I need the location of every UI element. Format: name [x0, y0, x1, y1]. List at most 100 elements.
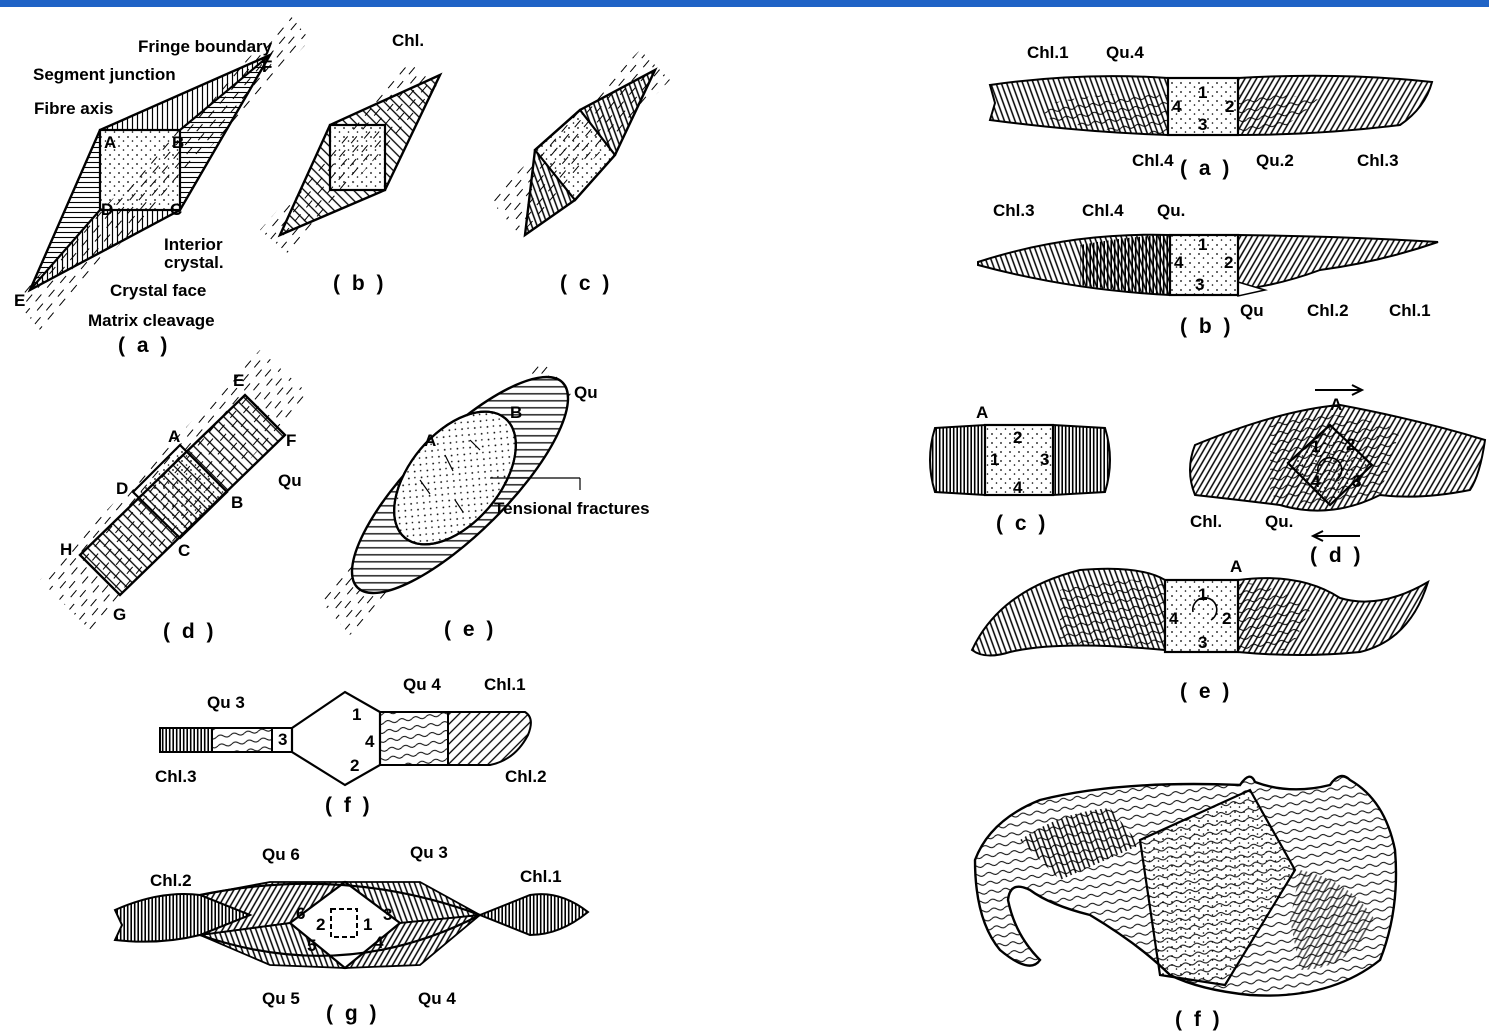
label-f-n3: 3 — [278, 730, 287, 749]
label-g-chl1: Chl.1 — [520, 867, 562, 886]
label-a-B: B — [172, 133, 184, 152]
label-rb-n4: 4 — [1174, 253, 1184, 272]
label-rd-A: A — [1330, 395, 1342, 414]
right-diagram-b — [978, 235, 1438, 296]
caption-left-c: ( c ) — [560, 272, 612, 295]
label-rb-n1: 1 — [1198, 235, 1207, 254]
label-a-D: D — [101, 200, 113, 219]
label-rd-n2: 2 — [1346, 435, 1355, 454]
label-g-qu4: Qu 4 — [418, 989, 456, 1008]
label-f-chl2: Chl.2 — [505, 767, 547, 786]
label-g-n6: 6 — [296, 904, 305, 923]
label-re-A: A — [1230, 557, 1242, 576]
label-ra-chl1: Chl.1 — [1027, 43, 1069, 62]
label-re-n1: 1 — [1198, 585, 1207, 604]
label-rd-chl: Chl. — [1190, 512, 1222, 531]
label-a-F: F — [262, 57, 272, 76]
label-rb-n2: 2 — [1224, 253, 1233, 272]
label-ra-n1: 1 — [1198, 83, 1207, 102]
label-rc-A: A — [976, 403, 988, 422]
label-rd-n4: 4 — [1311, 472, 1321, 491]
label-ra-chl3: Chl.3 — [1357, 151, 1399, 170]
label-d-D: D — [116, 479, 128, 498]
label-rd-qu: Qu. — [1265, 512, 1293, 531]
label-interior-crystal-2: crystal. — [164, 253, 224, 272]
label-d-F: F — [286, 431, 296, 450]
label-re-n2: 2 — [1222, 609, 1231, 628]
label-ra-n2: 2 — [1225, 97, 1234, 116]
caption-left-d: ( d ) — [163, 620, 216, 643]
label-ra-qu2: Qu.2 — [1256, 151, 1294, 170]
label-re-n3: 3 — [1198, 633, 1207, 652]
label-g-qu3: Qu 3 — [410, 843, 448, 862]
caption-right-d: ( d ) — [1310, 544, 1363, 567]
label-g-n5: 5 — [307, 936, 316, 955]
caption-left-g: ( g ) — [326, 1002, 379, 1025]
label-d-G: G — [113, 605, 126, 624]
left-diagram-d — [40, 350, 310, 630]
caption-right-e: ( e ) — [1180, 680, 1232, 703]
label-f-chl1: Chl.1 — [484, 675, 526, 694]
label-rd-n3: 3 — [1352, 472, 1361, 491]
left-diagram-c — [490, 50, 670, 235]
label-e-qu: Qu — [574, 383, 598, 402]
label-rc-n4: 4 — [1013, 478, 1023, 497]
label-f-n2: 2 — [350, 756, 359, 775]
label-d-B: B — [231, 493, 243, 512]
caption-right-b: ( b ) — [1180, 315, 1233, 338]
label-rb-chl4: Chl.4 — [1082, 201, 1124, 220]
label-rb-chl2: Chl.2 — [1307, 301, 1349, 320]
label-ra-n4: 4 — [1172, 97, 1182, 116]
label-d-A: A — [168, 427, 180, 446]
label-f-n1: 1 — [352, 705, 361, 724]
label-crystal-face: Crystal face — [110, 281, 206, 300]
label-rc-n3: 3 — [1040, 450, 1049, 469]
label-rb-n3: 3 — [1195, 275, 1204, 294]
label-g-n1: 1 — [363, 915, 372, 934]
label-f-qu3: Qu 3 — [207, 693, 245, 712]
label-b-chl: Chl. — [392, 31, 424, 50]
label-g-n4: 4 — [374, 933, 384, 952]
label-ra-chl4: Chl.4 — [1132, 151, 1174, 170]
label-rb-chl3: Chl.3 — [993, 201, 1035, 220]
label-rc-n1: 1 — [990, 450, 999, 469]
caption-left-a: ( a ) — [118, 334, 170, 357]
caption-right-f: ( f ) — [1175, 1008, 1223, 1031]
label-segment-junction: Segment junction — [33, 65, 176, 84]
label-d-qu: Qu — [278, 471, 302, 490]
label-f-n4: 4 — [365, 732, 375, 751]
label-rc-n2: 2 — [1013, 428, 1022, 447]
left-diagram-b — [260, 60, 440, 255]
label-a-C: C — [170, 200, 182, 219]
label-fibre-axis: Fibre axis — [34, 99, 113, 118]
label-d-H: H — [60, 540, 72, 559]
label-rb-chl1: Chl.1 — [1389, 301, 1431, 320]
label-g-n3: 3 — [383, 905, 392, 924]
label-g-qu6: Qu 6 — [262, 845, 300, 864]
label-interior-crystal-1: Interior — [164, 235, 223, 254]
label-e-A: A — [424, 431, 436, 450]
label-rd-n1: 1 — [1311, 437, 1320, 456]
label-tensional-fractures: Tensional fractures — [494, 499, 650, 518]
label-a-E: E — [14, 291, 25, 310]
label-rb-qu-top: Qu. — [1157, 201, 1185, 220]
label-g-n2: 2 — [316, 915, 325, 934]
label-ra-qu4: Qu.4 — [1106, 43, 1144, 62]
caption-right-a: ( a ) — [1180, 157, 1232, 180]
label-fringe-boundary: Fringe boundary — [138, 37, 273, 56]
caption-left-b: ( b ) — [333, 272, 386, 295]
label-re-n4: 4 — [1169, 609, 1179, 628]
interior-crystal-b — [330, 125, 385, 190]
label-a-A: A — [104, 133, 116, 152]
caption-left-f: ( f ) — [325, 794, 373, 817]
left-diagram-e — [320, 349, 596, 635]
label-d-C: C — [178, 541, 190, 560]
left-diagram-g — [115, 882, 588, 968]
label-g-chl2: Chl.2 — [150, 871, 192, 890]
label-g-qu5: Qu 5 — [262, 989, 300, 1008]
label-f-chl3: Chl.3 — [155, 767, 197, 786]
label-d-E: E — [233, 371, 244, 390]
label-f-qu4: Qu 4 — [403, 675, 441, 694]
label-ra-n3: 3 — [1198, 115, 1207, 134]
